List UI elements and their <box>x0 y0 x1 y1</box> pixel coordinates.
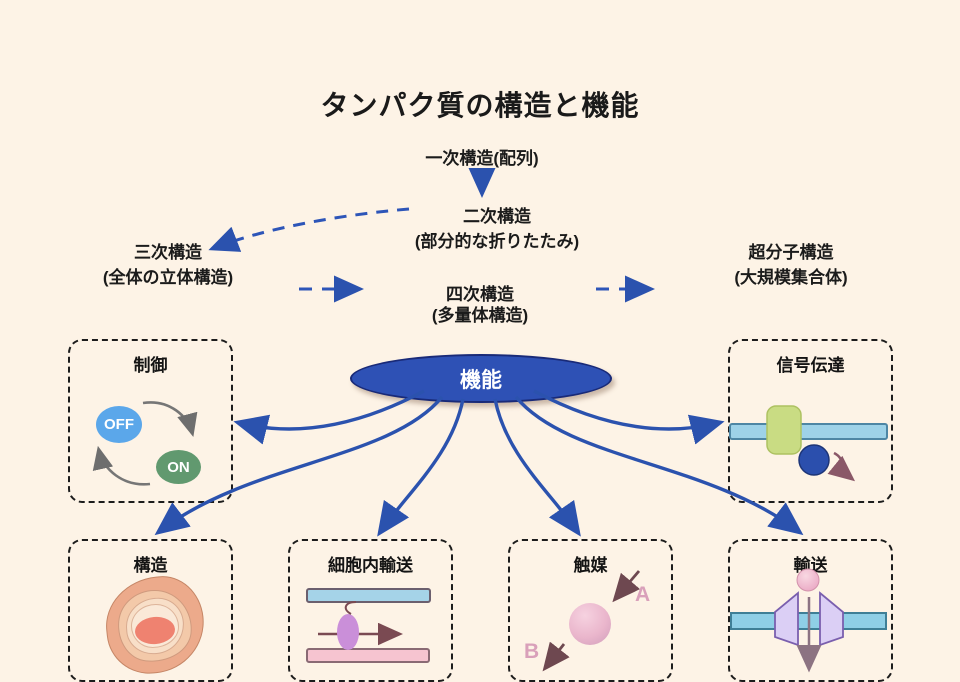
transport-box: 輸送 <box>728 539 893 682</box>
enzyme-sphere <box>569 603 611 645</box>
signaling-box-title: 信号伝達 <box>776 356 845 375</box>
membrane-bar <box>729 423 888 440</box>
label-supramolecular-structure: 超分子構造 <box>748 243 834 262</box>
structure-box-title: 構造 <box>133 556 168 575</box>
receptor-signaling-icon <box>729 405 888 482</box>
motor-transport-icon <box>306 588 431 663</box>
microtubule-bottom-bar <box>306 648 430 663</box>
tether-line <box>344 601 357 615</box>
function-node: 機能 <box>350 354 612 403</box>
product-label: B <box>524 640 540 663</box>
structure-box: 構造 <box>68 539 233 682</box>
arrow-secondary-to-tertiary <box>208 207 410 252</box>
label-primary-structure: 一次構造(配列) <box>425 149 539 168</box>
label-tertiary-structure-sub: (全体の立体構造) <box>102 268 234 287</box>
function-node-label: 機能 <box>460 368 502 392</box>
membrane-channel-icon <box>730 568 887 673</box>
label-secondary-structure: 二次構造 <box>463 207 531 226</box>
channel-right-shape <box>819 591 844 647</box>
channel-left-shape <box>774 591 799 647</box>
cargo-ball <box>796 568 820 592</box>
regulation-box-title: 制御 <box>133 356 168 375</box>
label-quaternary-structure: 四次構造 <box>446 285 514 304</box>
function-arrow-to-catalysis <box>493 398 581 537</box>
off-state-badge: OFF <box>96 406 142 443</box>
intracellular-transport-box: 細胞内輸送 <box>288 539 453 682</box>
catalysis-box-title: 触媒 <box>573 556 608 575</box>
motor-protein-shape <box>337 614 359 650</box>
intracellular-transport-box-title: 細胞内輸送 <box>328 556 413 575</box>
regulation-box: 制御 OFF ON <box>68 339 233 503</box>
page-title: タンパク質の構造と機能 <box>320 90 640 121</box>
catalysis-box: 触媒 A B <box>508 539 673 682</box>
ligand-ball <box>798 444 830 476</box>
signal-arrow <box>827 451 856 482</box>
function-arrow-to-intracellular-transport <box>377 398 465 537</box>
label-secondary-structure-sub: (部分的な折りたたみ) <box>414 232 580 251</box>
on-off-cycle-icon <box>92 401 198 486</box>
substrate-label: A <box>635 583 651 606</box>
label-tertiary-structure: 三次構造 <box>134 243 202 262</box>
label-supramolecular-structure-sub: (大規模集合体) <box>734 268 848 287</box>
label-quaternary-structure-sub: (多量体構造) <box>431 306 529 325</box>
receptor-shape <box>766 405 802 455</box>
on-state-badge: ON <box>156 450 201 484</box>
signaling-box: 信号伝達 <box>728 339 893 503</box>
enzyme-reaction-icon <box>542 570 641 672</box>
microtubule-top-bar <box>306 588 431 603</box>
substrate-arrow <box>612 570 641 603</box>
product-arrow <box>542 641 570 672</box>
